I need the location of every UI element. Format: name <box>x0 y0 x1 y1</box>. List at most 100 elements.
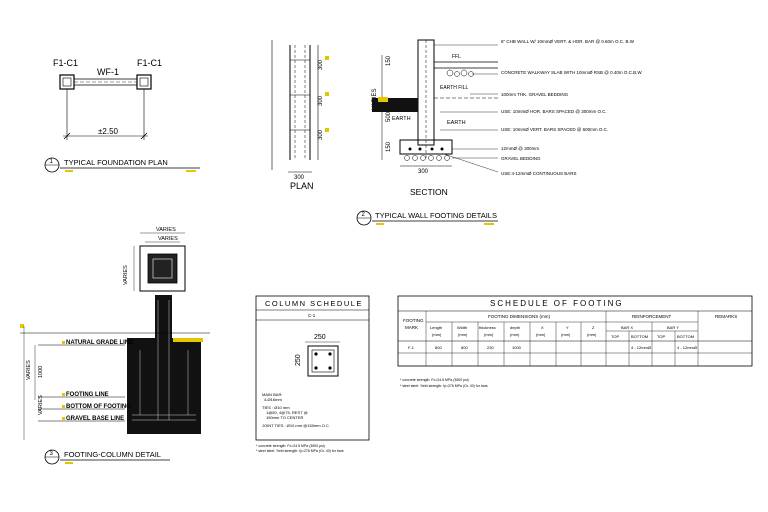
plan-caption: PLAN <box>290 181 314 191</box>
table-cell-bary-bottom: 4 - 12mmØ <box>677 345 697 350</box>
svg-text:2: 2 <box>362 212 366 218</box>
svg-text:1: 1 <box>50 159 54 165</box>
plan-label-right: F1-C1 <box>137 58 162 68</box>
svg-text:FOOTING: FOOTING <box>403 318 424 323</box>
plan-dim-3: 300 <box>318 129 324 140</box>
svg-text:VARIES: VARIES <box>156 227 176 233</box>
svg-text:EARTH: EARTH <box>447 120 466 126</box>
svg-text:JOINT TIES : Ø10 mm @150mm O.C: JOINT TIES : Ø10 mm @150mm O.C. <box>262 423 330 428</box>
wall-plan: 300 300 300 300 PLAN <box>271 40 329 191</box>
svg-text:thickness: thickness <box>479 325 496 330</box>
svg-text:3: 3 <box>50 451 54 457</box>
svg-text:USE:4-12mmØ CONTINUOUS BARS: USE:4-12mmØ CONTINUOUS BARS <box>501 171 577 176</box>
svg-text:depth: depth <box>510 325 520 330</box>
svg-text:(mm): (mm) <box>510 332 520 337</box>
section-caption: SECTION <box>410 187 448 197</box>
svg-text:(mm): (mm) <box>587 332 597 337</box>
svg-text:GRAVEL BASE LINE: GRAVEL BASE LINE <box>66 416 124 422</box>
svg-text:BOTTOM: BOTTOM <box>677 334 694 339</box>
svg-text:6" CHB WALL W/ 10mmØ VERT. & H: 6" CHB WALL W/ 10mmØ VERT. & HOR. BAR @ … <box>501 39 635 44</box>
gravel-bedding <box>404 155 450 161</box>
svg-text:(mm): (mm) <box>536 332 546 337</box>
plan-label-left: F1-C1 <box>53 58 78 68</box>
svg-text:* steel steel: Yield strength:: * steel steel: Yield strength: fy=276 MP… <box>256 449 344 453</box>
column-stub <box>155 295 172 340</box>
svg-text:Length: Length <box>430 325 442 330</box>
svg-text:FOOTING LINE: FOOTING LINE <box>66 392 109 398</box>
svg-text:Z: Z <box>592 325 595 330</box>
svg-text:VARIES: VARIES <box>158 236 178 242</box>
column-schedule: COLUMN SCHEDULE C-1 250 250 MAIN BAR: 4-… <box>255 295 370 453</box>
svg-text:EARTH: EARTH <box>392 116 411 122</box>
svg-text:USE: 10mmØ HOR. BARS SPACED @: USE: 10mmØ HOR. BARS SPACED @ 300mm O.C. <box>501 109 607 114</box>
table-cell-mark: F-1 <box>408 345 415 350</box>
wall-footing-title: TYPICAL WALL FOOTING DETAILS <box>375 211 497 220</box>
footing-schedule-title: SCHEDULE OF FOOTING <box>490 299 624 308</box>
svg-text:FFL: FFL <box>452 54 461 60</box>
plan-column-right <box>136 74 152 90</box>
svg-text:MAIN BAR:: MAIN BAR: <box>262 392 282 397</box>
svg-text:VARIES: VARIES <box>26 360 32 380</box>
svg-text:150: 150 <box>386 55 392 66</box>
svg-text:REMARKS: REMARKS <box>715 314 737 319</box>
table-cell-depth: 1000 <box>512 345 522 350</box>
plan-dim-1: 300 <box>318 59 324 70</box>
svg-text:(mm): (mm) <box>484 332 494 337</box>
svg-text:CONCRETE WALKWAY SLAB WITH 10m: CONCRETE WALKWAY SLAB WITH 10mmØ RSB @ 0… <box>501 70 642 75</box>
svg-text:BAR Y: BAR Y <box>667 325 679 330</box>
svg-text:250: 250 <box>314 334 326 341</box>
svg-text:100mm THK. GRAVEL BEDDING: 100mm THK. GRAVEL BEDDING <box>501 92 569 97</box>
footing-pad <box>127 338 201 434</box>
column-schedule-frame <box>255 295 370 441</box>
svg-text:VARIES: VARIES <box>123 265 129 285</box>
table-cell-barx-bottom: 4 - 12mmØ <box>631 345 651 350</box>
svg-text:250: 250 <box>295 354 302 366</box>
svg-text:REINFORCEMENT: REINFORCEMENT <box>632 314 672 319</box>
plan-dim-2: 300 <box>318 95 324 106</box>
svg-text:1@50, 4@75, REST @: 1@50, 4@75, REST @ <box>266 410 308 415</box>
gravel-upper <box>446 69 474 77</box>
plan-width: 300 <box>294 175 305 181</box>
svg-text:TIES : Ø10 mm: TIES : Ø10 mm <box>262 405 290 410</box>
plan-column-left <box>59 74 75 90</box>
table-cell-width: 800 <box>461 345 468 350</box>
svg-text:MARK: MARK <box>405 325 418 330</box>
svg-text:(mm): (mm) <box>458 332 468 337</box>
table-cell-length: 800 <box>435 345 442 350</box>
svg-text:BOTTOM: BOTTOM <box>631 334 648 339</box>
svg-text:* steel steel: Yield strength:: * steel steel: Yield strength: fy=276 MP… <box>400 384 488 388</box>
svg-text:Width: Width <box>457 325 467 330</box>
footing-schedule-frame <box>397 295 753 367</box>
svg-text:150: 150 <box>386 141 392 152</box>
foundation-plan: F1-C1 F1-C1 WF-1 ±2.50 1 TYPICAL FOUNDAT… <box>44 58 200 173</box>
svg-text:(mm): (mm) <box>561 332 571 337</box>
foundation-plan-title: TYPICAL FOUNDATION PLAN <box>64 158 168 167</box>
svg-text:NATURAL GRADE LINE: NATURAL GRADE LINE <box>66 340 133 346</box>
svg-text:X: X <box>541 325 544 330</box>
earth-fill-label: EARTH FILL <box>440 85 468 91</box>
svg-text:TOP: TOP <box>657 334 665 339</box>
footing-column-detail: VARIES VARIES VARIES VARIES 1000 VARIES … <box>20 227 210 465</box>
plan-wall-label: WF-1 <box>97 67 119 77</box>
footing-column-title: FOOTING-COLUMN DETAIL <box>64 450 161 459</box>
svg-text:1000: 1000 <box>38 366 44 378</box>
svg-text:BOTTOM OF FOOTING: BOTTOM OF FOOTING <box>66 404 131 410</box>
column-schedule-title: COLUMN SCHEDULE <box>265 299 363 308</box>
svg-text:300: 300 <box>418 169 429 175</box>
wall-section: VARIES 150 500 150 FFL EARTH FILL EARTH … <box>356 39 642 226</box>
column-plan-outer <box>139 245 186 292</box>
table-cell-thickness: 230 <box>487 345 494 350</box>
svg-text:GRAVEL BEDDING: GRAVEL BEDDING <box>501 156 541 161</box>
svg-text:USE: 10mmØ VERT. BARS SPACED @: USE: 10mmØ VERT. BARS SPACED @ 600mm O.C… <box>501 127 608 132</box>
svg-text:VARIES: VARIES <box>38 395 44 415</box>
svg-text:C-1: C-1 <box>308 313 316 318</box>
svg-text:* concrete strength: Fc=24.5 M: * concrete strength: Fc=24.5 MPa (3500 p… <box>400 378 469 382</box>
footing-schedule: SCHEDULE OF FOOTING FOOTING MARK FOOTING… <box>397 295 753 388</box>
svg-text:FOOTING DIMENSIONS (mm): FOOTING DIMENSIONS (mm) <box>488 314 550 319</box>
svg-text:* concrete strength: Fc=24.5 M: * concrete strength: Fc=24.5 MPa (3500 p… <box>256 444 325 448</box>
svg-text:500: 500 <box>386 111 392 122</box>
column-section <box>307 345 339 377</box>
svg-text:Y: Y <box>566 325 569 330</box>
svg-text:4-Ø16mm: 4-Ø16mm <box>264 397 282 402</box>
